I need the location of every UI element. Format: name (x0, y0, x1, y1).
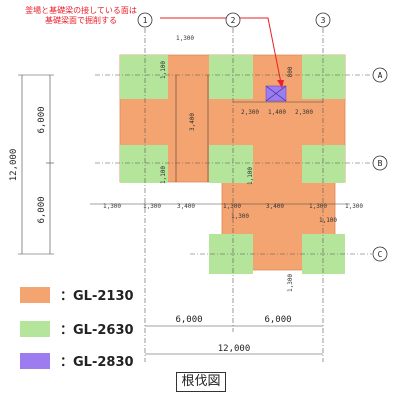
dim-row-mid-3: 1,300 (223, 203, 241, 210)
dim-top-800: 800 (287, 66, 294, 77)
dim-top-1300: 1,300 (176, 35, 194, 42)
dimension-lines (18, 74, 350, 355)
drawing-caption: 根伐図 (176, 372, 226, 392)
legend-swatch-gl2630 (20, 320, 50, 337)
dim-row-mid-2: 3,400 (177, 203, 195, 210)
footing-3A (302, 55, 345, 99)
dim-bottom-left: 6,000 (175, 315, 202, 325)
axis-label-1: 1 (143, 16, 148, 25)
dim-left-top: 6,000 (37, 106, 47, 133)
legend-item-gl2130: ：GL-2130 (20, 285, 134, 304)
axis-label-3: 3 (321, 16, 326, 25)
dim-row-a-1: 1,400 (268, 109, 286, 116)
legend-swatch-gl2130 (20, 286, 50, 303)
dim-row-a-2: 2,300 (295, 109, 313, 116)
legend-label-gl2630: ：GL-2630 (60, 323, 134, 338)
note-line-1: 釜場と基礎梁の接している面は (25, 6, 137, 15)
dim-row-mid-1: 1,300 (143, 203, 161, 210)
dim-row-mid-5: 1,300 (309, 203, 327, 210)
note-leader-line (160, 17, 283, 89)
dim-v-1100-a: 1,100 (160, 61, 167, 79)
grid-lines (95, 28, 372, 362)
dim-row-a-0: 2,300 (241, 109, 259, 116)
excavation-note: 釜場と基礎梁の接している面は 基礎梁面で掘削する (2, 6, 160, 26)
dim-left-total: 12,000 (9, 149, 19, 182)
legend-swatch-gl2830 (20, 352, 50, 369)
footing-2A (209, 55, 253, 99)
pit-cross-mark (265, 85, 287, 102)
axis-label-A: A (378, 71, 383, 80)
dim-bottom-right: 6,000 (264, 315, 291, 325)
dim-v-1100-c: 1,100 (247, 167, 254, 185)
footing-3B (302, 145, 345, 183)
axis-label-C: C (378, 250, 383, 259)
footing-1A (120, 55, 168, 99)
dim-v-3400: 3,400 (189, 113, 196, 131)
dim-row-mid-6: 1,300 (345, 203, 363, 210)
legend-label-gl2830: ：GL-2830 (60, 355, 134, 370)
dim-v-1100-b: 1,100 (160, 166, 167, 184)
axis-label-B: B (378, 159, 383, 168)
axis-label-2: 2 (231, 16, 236, 25)
grid-bubbles (137, 12, 388, 262)
dim-left-bottom: 6,000 (37, 196, 47, 223)
note-line-2: 基礎梁面で掘削する (45, 16, 117, 25)
dim-bottom-total: 12,000 (218, 344, 251, 354)
legend-item-gl2830: ：GL-2830 (20, 351, 134, 370)
dim-right-1100: 1,100 (319, 217, 337, 224)
dim-under-1300: 1,300 (231, 213, 249, 220)
footing-1B (120, 145, 168, 183)
dim-bottom-1300: 1,300 (287, 274, 294, 292)
footing-2B (209, 145, 253, 183)
dim-row-mid-0: 1,300 (103, 203, 121, 210)
legend-label-gl2130: ：GL-2130 (60, 289, 134, 304)
note-leader-arrow (277, 80, 284, 88)
dim-row-mid-4: 3,400 (266, 203, 284, 210)
legend-item-gl2630: ：GL-2630 (20, 319, 134, 338)
